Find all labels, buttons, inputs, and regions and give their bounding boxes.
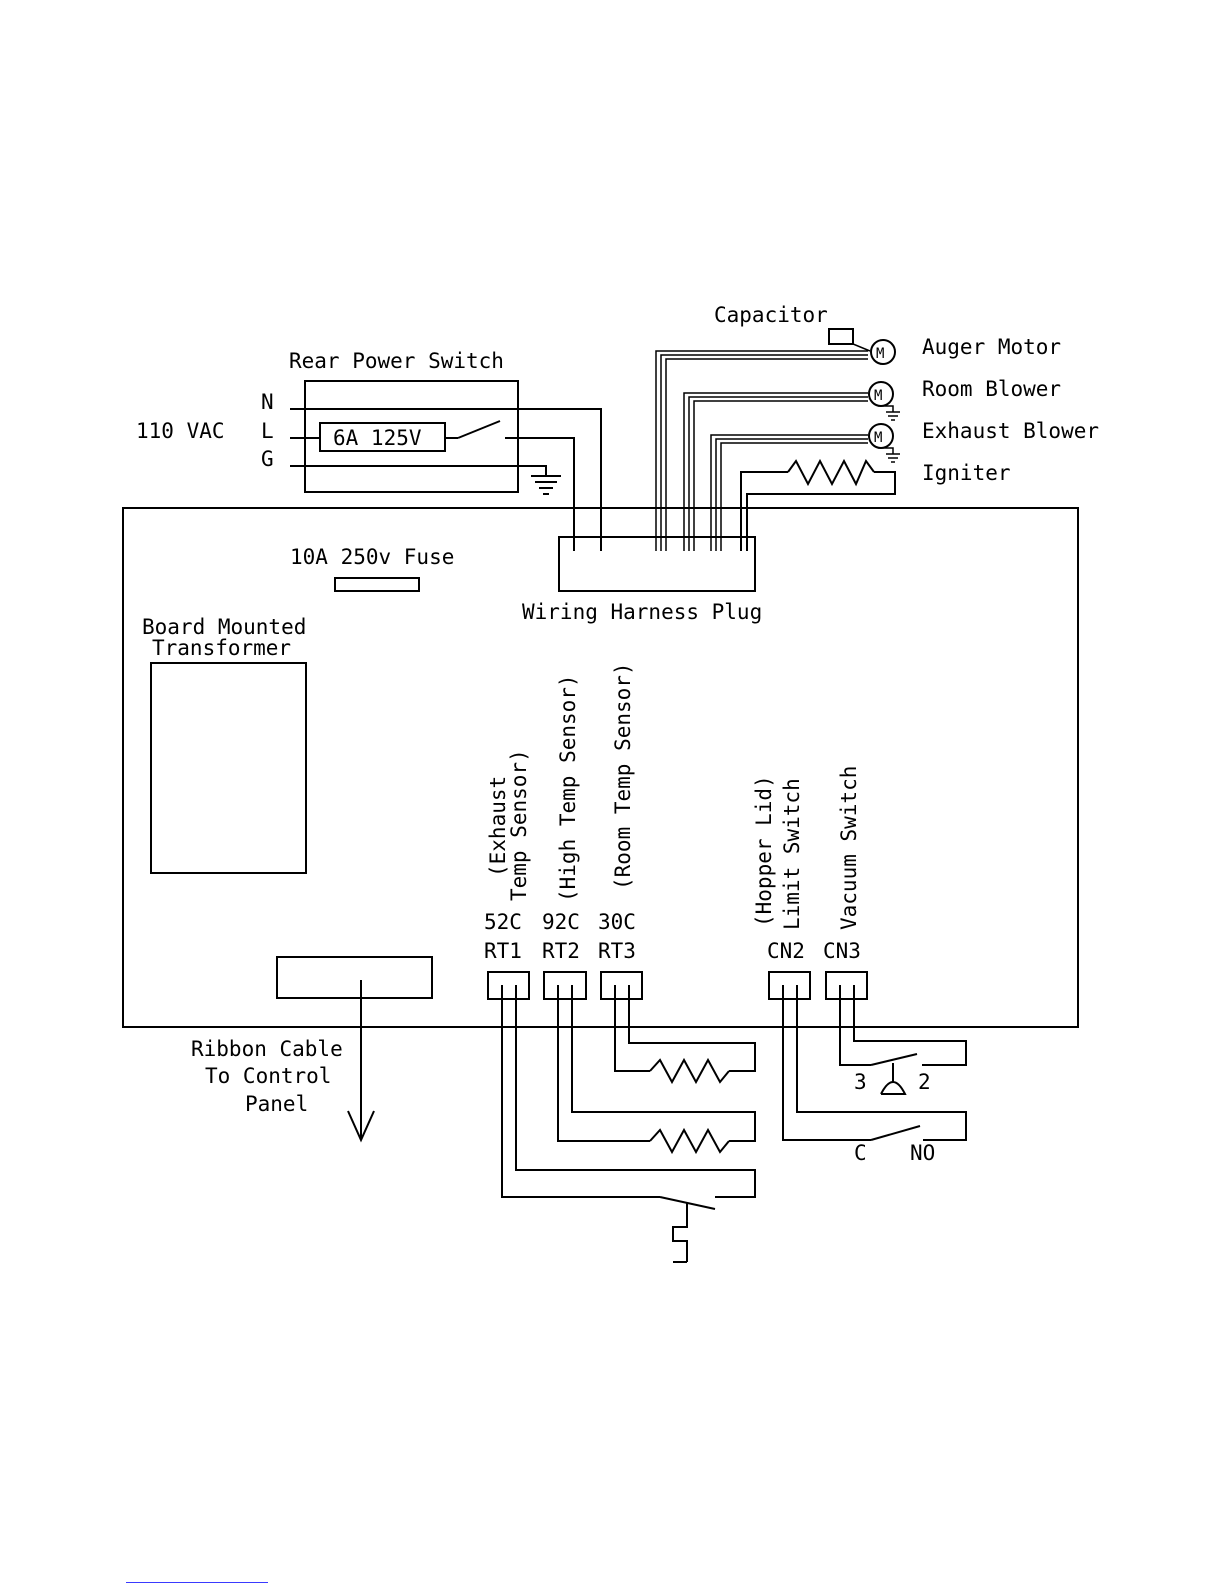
rt3-description: (Room Temp Sensor) [611, 662, 635, 890]
room-blower-wire-1 [683, 392, 868, 551]
rear-power-switch-label: Rear Power Switch [289, 349, 504, 373]
ribbon-label-3: Panel [245, 1092, 308, 1116]
vacuum-pin-3: 3 [854, 1070, 867, 1094]
rt1-actuator-icon [672, 1203, 688, 1262]
cn2-description-1: (Hopper Lid) [752, 775, 776, 927]
room-blower-wire-3 [693, 400, 868, 551]
auger-wire-3 [665, 358, 868, 551]
cn3-description: Vacuum Switch [837, 766, 861, 930]
rear-power-switch-box [304, 380, 519, 493]
exhaust-blower-symbol: M [874, 430, 882, 446]
cn2-description-2: Limit Switch [780, 778, 804, 930]
switch-fuse-label: 6A 125V [333, 426, 422, 450]
rt3-connector [600, 971, 643, 1000]
rt1-wire-2 [515, 985, 756, 1198]
rt1-connector [487, 971, 530, 1000]
transformer-label-2: Transformer [152, 636, 291, 660]
room-blower-label: Room Blower [922, 377, 1061, 401]
rt3-wire-1 [614, 985, 650, 1072]
line-wire-out [505, 437, 575, 551]
rt3-wire-2 [628, 985, 756, 1072]
harness-plug-label: Wiring Harness Plug [522, 600, 762, 624]
rt2-connector [543, 971, 587, 1000]
cn2-connector [768, 971, 811, 1000]
rt2-thermistor [649, 1127, 730, 1155]
rt2-label: RT2 [542, 939, 580, 963]
igniter-wire-2 [746, 471, 896, 551]
capacitor [828, 328, 854, 345]
rt1-wire-1 [501, 985, 660, 1198]
cn3-wire-1 [839, 985, 871, 1066]
rt1-temp: 52C [484, 910, 522, 934]
rt3-temp: 30C [598, 910, 636, 934]
board-mounted-transformer [150, 662, 307, 874]
cn2-label: CN2 [767, 939, 805, 963]
auger-motor-symbol: M [876, 346, 884, 362]
vacuum-switch-diaphragm-icon [880, 1063, 907, 1095]
exhaust-blower-wire-2 [715, 438, 868, 551]
auger-wire-2 [660, 354, 868, 551]
exhaust-blower-ground-icon [886, 453, 900, 463]
neutral-wire [290, 408, 602, 551]
exhaust-blower-ground-lead [881, 447, 894, 454]
ribbon-cable-connector [276, 956, 433, 999]
l-label: L [261, 419, 274, 443]
auger-wire-1 [655, 350, 868, 551]
board-fuse [334, 577, 420, 592]
ground-wire [290, 465, 547, 476]
auger-motor-icon [870, 339, 896, 365]
rt1-description-1: (Exhaust [486, 776, 510, 877]
cn3-wire-2 [853, 985, 967, 1066]
rt2-wire-2 [571, 985, 756, 1142]
limit-switch-no: NO [910, 1141, 935, 1165]
room-blower-ground-lead [881, 405, 894, 412]
transformer-label-1: Board Mounted [142, 615, 306, 639]
vac-label: 110 VAC [136, 419, 225, 443]
power-switch-blade [457, 420, 501, 439]
rt2-description: (High Temp Sensor) [556, 674, 580, 902]
rt1-description-2: Temp Sensor) [507, 749, 531, 901]
limit-switch-c: C [854, 1141, 867, 1165]
capacitor-lead [852, 337, 871, 352]
exhaust-blower-wire-3 [720, 442, 868, 551]
rt3-label: RT3 [598, 939, 636, 963]
vacuum-pin-2: 2 [918, 1070, 931, 1094]
rt2-temp: 92C [542, 910, 580, 934]
cn3-label: CN3 [823, 939, 861, 963]
igniter-element [787, 458, 875, 487]
cn2-wire-1 [782, 985, 871, 1141]
ground-icon [531, 475, 561, 495]
rt2-wire-1 [557, 985, 650, 1142]
rt1-label: RT1 [484, 939, 522, 963]
exhaust-blower-wire-1 [710, 434, 868, 551]
ribbon-label-1: Ribbon Cable [191, 1037, 343, 1061]
wiring-harness-plug [558, 536, 756, 592]
ribbon-label-2: To Control [205, 1064, 331, 1088]
auger-motor-label: Auger Motor [922, 335, 1061, 359]
rt3-thermistor [649, 1057, 730, 1085]
cn3-connector [825, 971, 868, 1000]
room-blower-symbol: M [874, 388, 882, 404]
igniter-label: Igniter [922, 461, 1011, 485]
ribbon-cable-arrow-icon [347, 1110, 375, 1143]
igniter-wire-1 [740, 471, 788, 551]
room-blower-ground-icon [886, 411, 900, 421]
cn2-wire-2 [796, 985, 967, 1141]
footer-link-underline[interactable] [126, 1582, 268, 1583]
exhaust-blower-label: Exhaust Blower [922, 419, 1099, 443]
board-fuse-label: 10A 250v Fuse [290, 545, 454, 569]
n-label: N [261, 390, 274, 414]
limit-switch-blade [870, 1125, 921, 1141]
control-board-outline [122, 507, 1079, 1028]
capacitor-label: Capacitor [714, 303, 828, 327]
room-blower-wire-2 [688, 396, 868, 551]
vacuum-switch-blade [870, 1053, 918, 1066]
g-label: G [261, 447, 274, 471]
